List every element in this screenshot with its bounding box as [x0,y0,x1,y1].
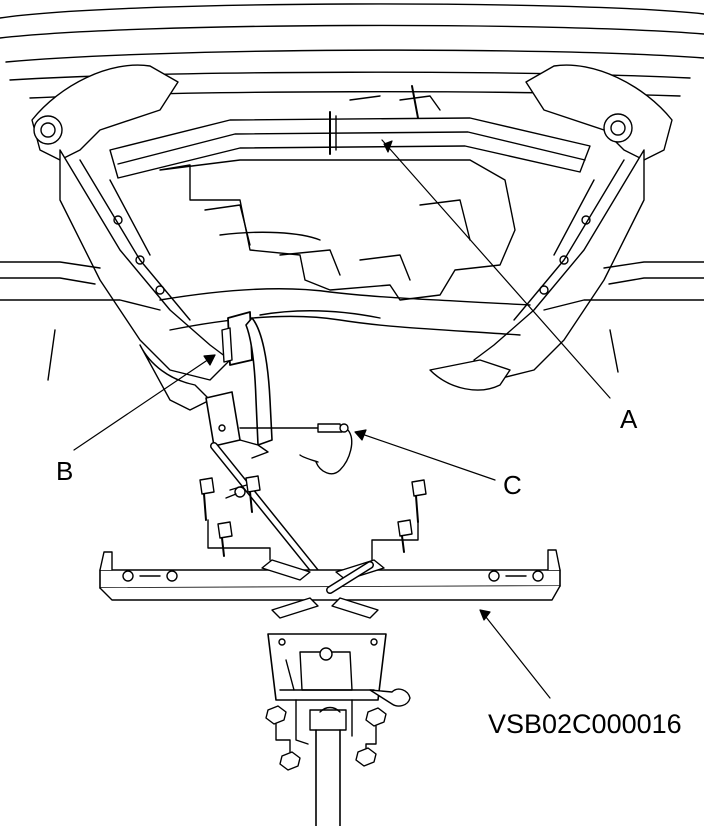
right-subframe-arm [429,64,704,391]
engine-block [159,85,516,301]
figure-code-label: VSB02C000016 [488,709,682,739]
jack-head [267,633,411,826]
leader-c [355,431,496,481]
leader-lines [73,139,611,699]
jack-adapter-arm [205,391,334,594]
crossmember-a [109,111,591,179]
arrowhead-c [354,429,367,441]
left-subframe-arm [0,64,231,411]
arrowhead-b [203,354,216,366]
callout-a-label: A [620,404,638,434]
jack-cross-beam [99,549,561,619]
arrowhead-code [479,609,491,621]
callout-c-label: C [503,470,522,500]
bolts-right [371,479,427,561]
bracket-b [221,311,273,446]
leader-b [73,354,216,451]
bolts-left [199,475,271,561]
leader-a [381,139,611,399]
arrowhead-a [383,140,393,153]
callout-b-label: B [56,456,74,486]
lower-subframe-beam [159,288,531,336]
leader-code [481,611,551,699]
jack-nuts [265,705,387,771]
pin-c [239,423,353,475]
